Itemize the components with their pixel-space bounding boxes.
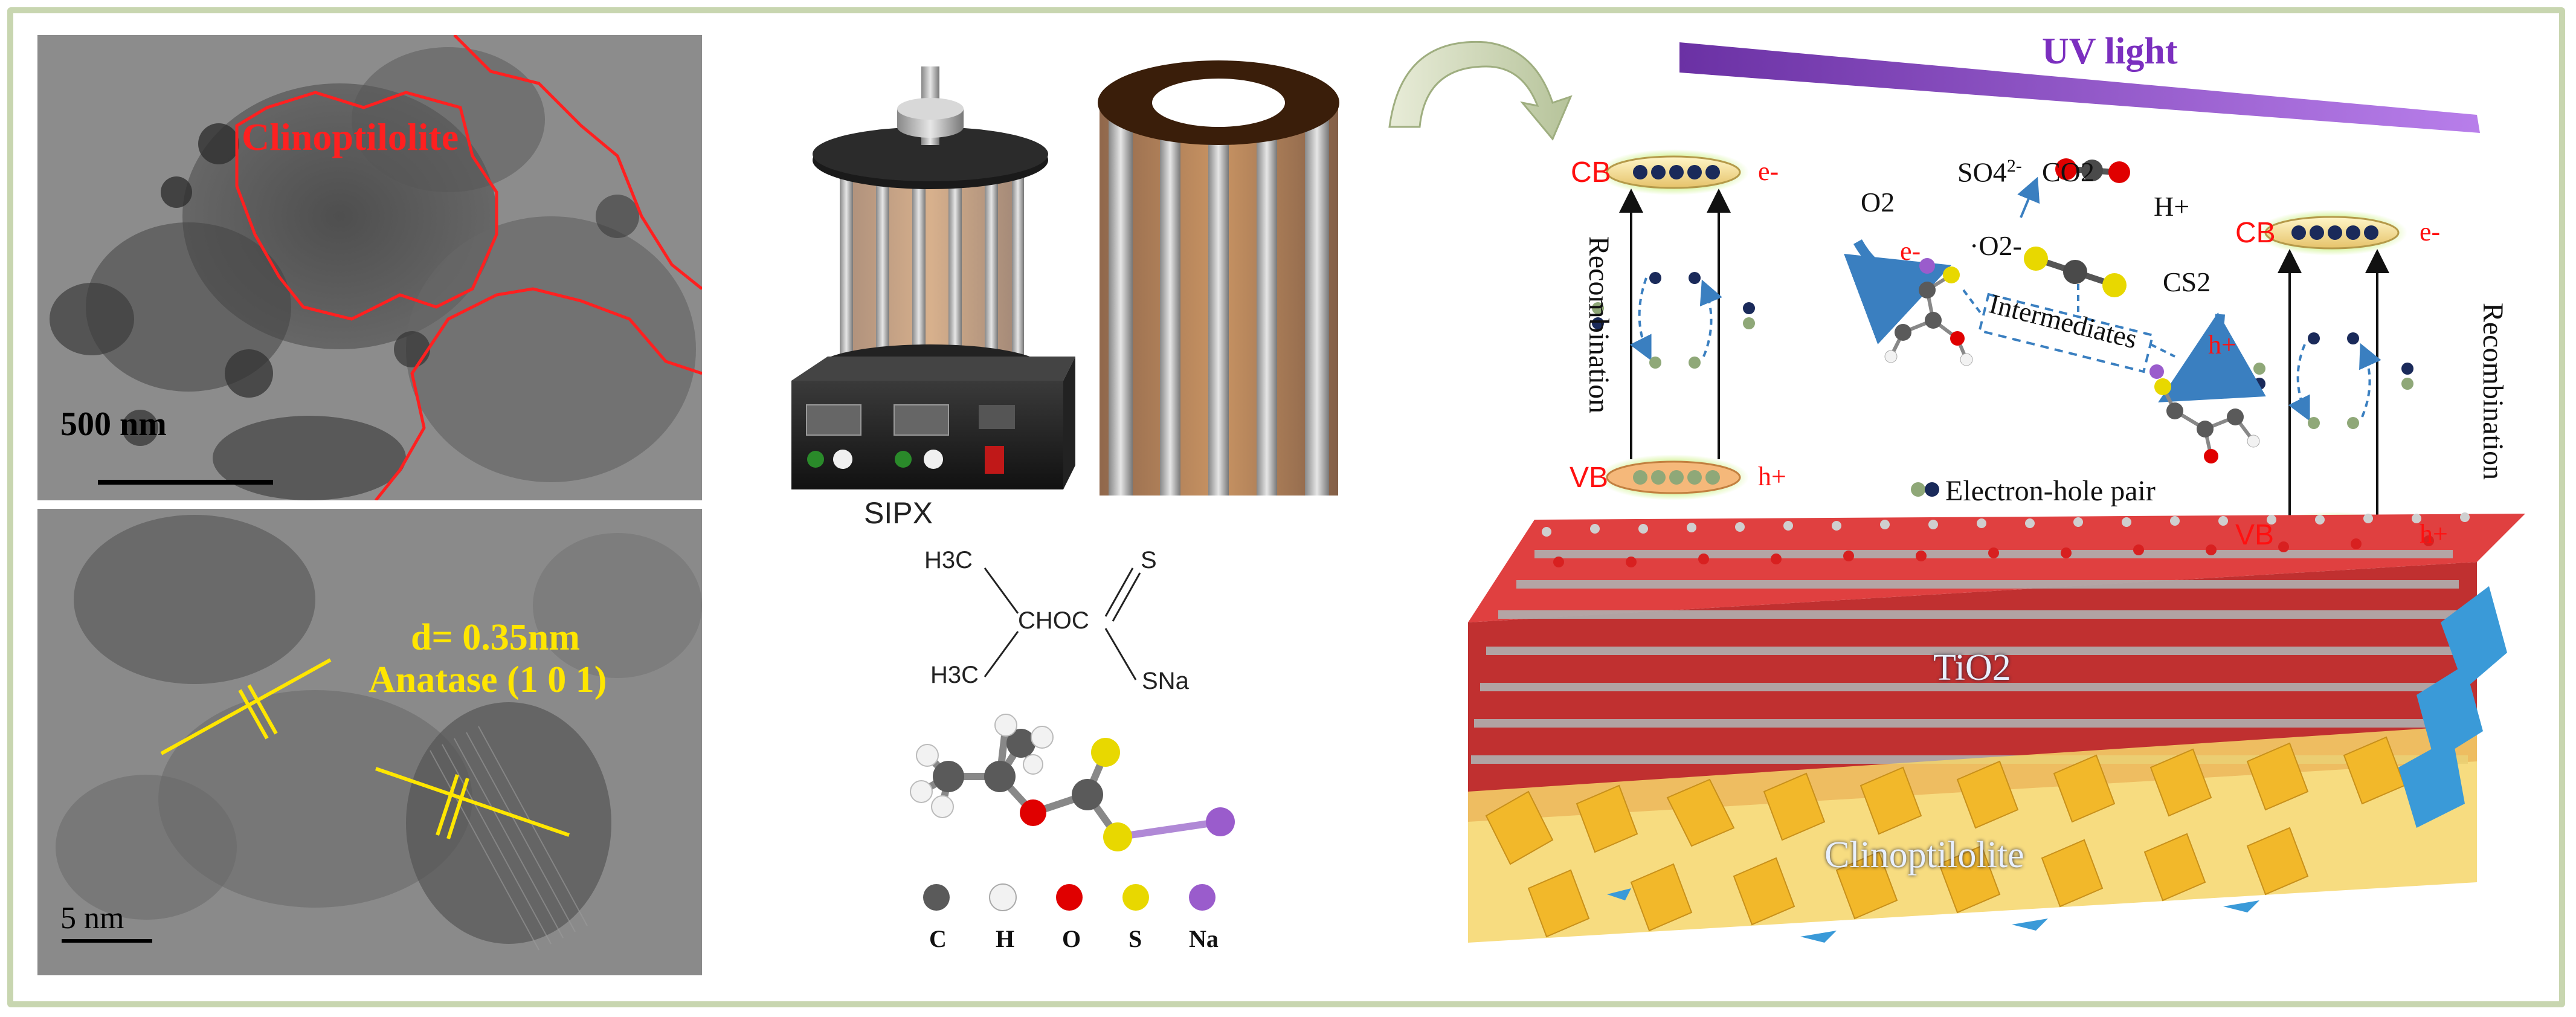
- lattice-marker-left: [160, 658, 332, 755]
- uv-light-label: UV light: [2042, 31, 2178, 72]
- legend-label-o: O: [1062, 925, 1081, 952]
- hrtem-texture: [37, 509, 702, 975]
- atom-legend-swatches: [923, 883, 1216, 911]
- scale-bar-5-label: 5 nm: [60, 901, 124, 935]
- legend-label-s: S: [1129, 925, 1142, 952]
- right-electron-label: e-: [2420, 217, 2441, 247]
- legend-oxygen-swatch: [1056, 884, 1083, 911]
- formula-sna: SNa: [1142, 668, 1189, 694]
- anatase-plane-label: Anatase (1 0 1): [369, 659, 607, 700]
- sulfate-charge: 2-: [2006, 156, 2022, 176]
- left-cb-label: CB: [1571, 157, 1611, 189]
- cs2-label: CS2: [2163, 266, 2211, 297]
- legend-sodium-swatch: [1189, 884, 1216, 911]
- legend-label-na: Na: [1189, 925, 1219, 952]
- hole-oxidation-arrow: [2158, 312, 2266, 402]
- formula-h3c-bottom: H3C: [930, 662, 979, 688]
- legend-label-c: C: [929, 925, 947, 952]
- left-vb-label: VB: [1570, 462, 1609, 494]
- hrtem-image-bottom: [37, 509, 702, 975]
- sipx-ball-stick-model: [910, 714, 1235, 851]
- tem-clinoptilolite-label: Clinoptilolite: [242, 115, 459, 158]
- formula-backbone: CHOC: [1018, 607, 1089, 634]
- formula-h3c-top: H3C: [924, 547, 973, 573]
- electron-hole-pair-label: Electron-hole pair: [1945, 475, 2156, 507]
- formula-sulfur: S: [1141, 547, 1157, 573]
- left-recombination-label: Recombination: [1583, 236, 1615, 414]
- mechanism-scheme: [1388, 40, 2525, 943]
- legend-carbon-swatch: [923, 884, 950, 911]
- intermediates-box: [1978, 292, 2154, 373]
- proton-label: H+: [2154, 191, 2190, 222]
- right-cb-label: CB: [2235, 217, 2276, 249]
- lattice-marker-right: [375, 767, 570, 839]
- tio2-label: TiO2: [1933, 647, 2011, 688]
- o2-reduction-arrow: [1844, 239, 1951, 344]
- tio2-clinoptilolite-slab: [1468, 512, 2525, 943]
- sipx-label: SIPX: [864, 496, 933, 530]
- legend-hydrogen-swatch: [989, 883, 1017, 911]
- photoreactor-illustration: [791, 60, 1339, 496]
- uv-light-bar: [1679, 42, 2480, 133]
- scale-bar-500-label: 500 nm: [60, 405, 167, 443]
- sipx-structural-formula: [984, 567, 1141, 680]
- co2-label: CO2: [2042, 157, 2095, 187]
- right-hole-label: h+: [2420, 519, 2448, 549]
- h-plus-label: h+: [2208, 330, 2236, 360]
- e-minus-label: e-: [1900, 236, 1921, 266]
- superoxide-label: ·O2-: [1969, 230, 2022, 261]
- process-arrow: [1388, 40, 1573, 141]
- tem-image-top: [37, 35, 702, 500]
- clinoptilolite-layer-label: Clinoptilolite: [1824, 835, 2024, 876]
- d-spacing-label: d= 0.35nm: [411, 617, 580, 658]
- power-switch: [985, 446, 1004, 474]
- tem-top-texture: [37, 35, 702, 500]
- left-electron-label: e-: [1758, 157, 1779, 186]
- right-recombination-label: Recombination: [2477, 302, 2510, 480]
- right-vb-label: VB: [2235, 519, 2275, 551]
- o2-label: O2: [1861, 187, 1895, 218]
- sulfate-label: SO42-: [1957, 156, 2022, 188]
- sulfate-formula: SO4: [1957, 157, 2007, 188]
- xanthate-molecule-left: [1884, 258, 1973, 366]
- xanthate-molecule-right: [2149, 364, 2260, 463]
- legend-label-h: H: [996, 925, 1015, 952]
- legend-sulfur-swatch: [1122, 884, 1149, 911]
- left-hole-label: h+: [1758, 462, 1786, 491]
